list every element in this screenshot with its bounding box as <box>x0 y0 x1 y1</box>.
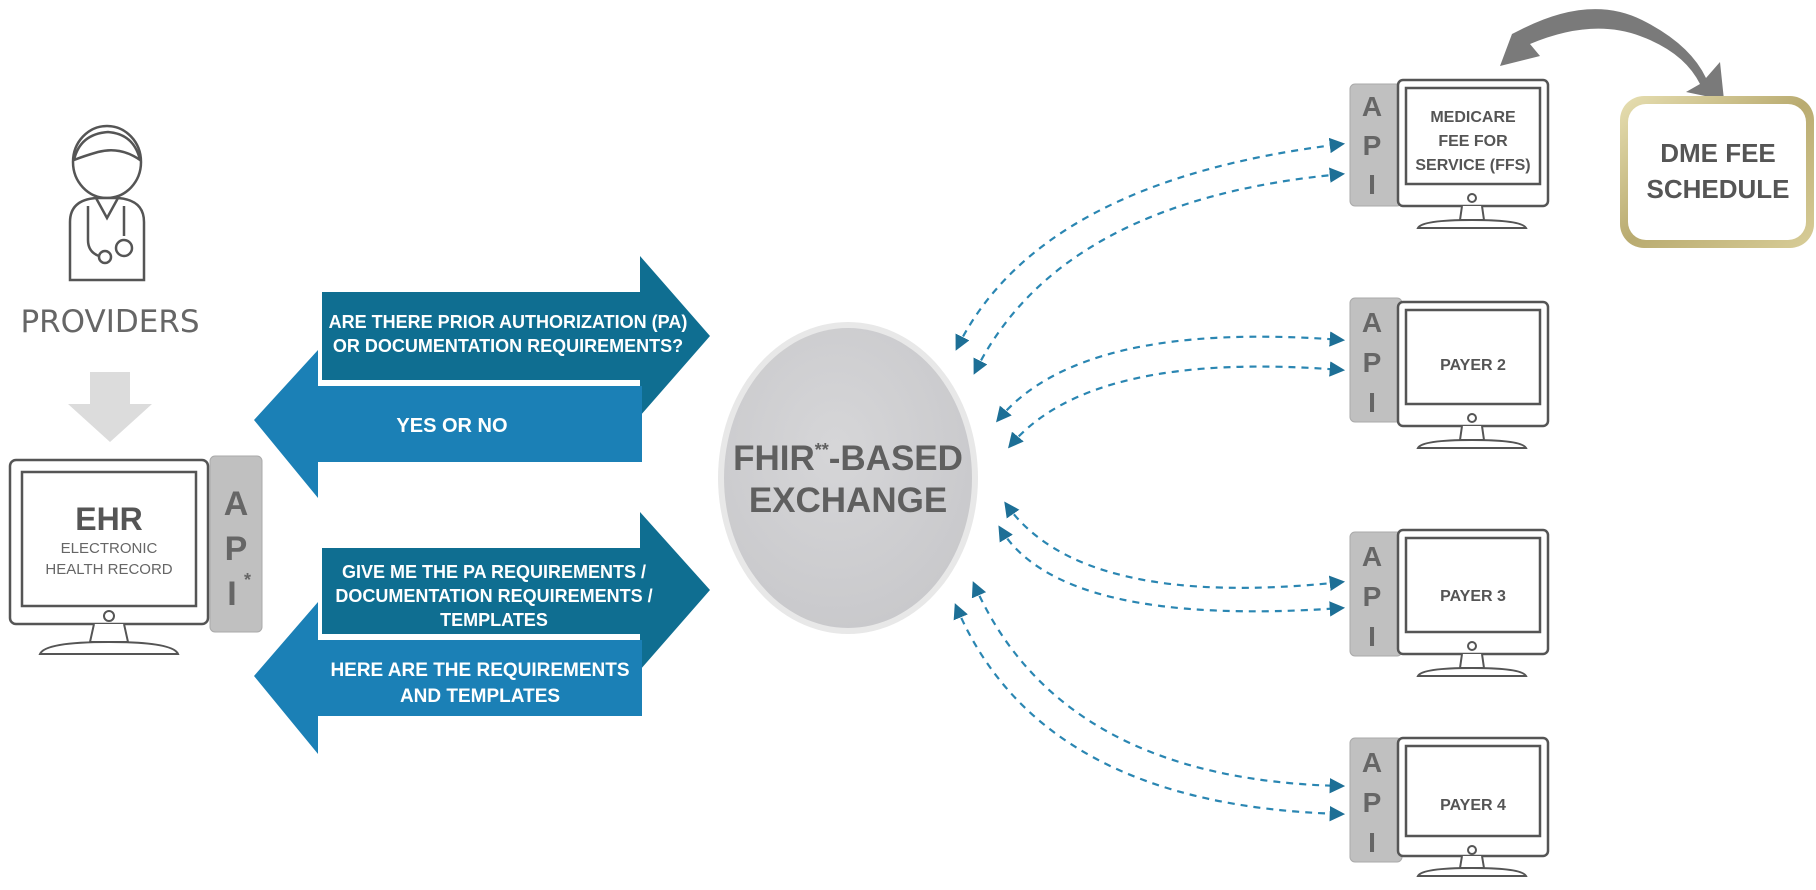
arrow-request-requirements <box>322 512 710 670</box>
arrow-response-line2: AND TEMPLATES <box>400 686 560 707</box>
ehr-subtitle-line1: ELECTRONIC <box>61 540 158 557</box>
exchange-circle <box>724 328 972 628</box>
connector-medicare-1 <box>955 137 1346 351</box>
payer2-api-i: I <box>1368 387 1376 418</box>
providers-label: PROVIDERS <box>20 304 199 340</box>
payer1-api-a: A <box>1362 91 1382 122</box>
payer3-label: PAYER 3 <box>1440 588 1506 605</box>
connector-payer4-2 <box>953 603 1346 822</box>
exchange-line2: EXCHANGE <box>749 481 947 520</box>
ehr-monitor <box>8 458 210 655</box>
connector-payer3-1 <box>1004 501 1346 591</box>
arrow-yes-no <box>254 350 642 498</box>
payer-monitor-medicare <box>1349 78 1550 229</box>
ehr-title: EHR <box>75 501 143 537</box>
payer2-label: PAYER 2 <box>1440 357 1506 374</box>
arrow-request-line2: DOCUMENTATION REQUIREMENTS / <box>335 586 652 606</box>
ehr-subtitle-line2: HEALTH RECORD <box>45 561 172 578</box>
connector-payer2-1 <box>996 331 1346 423</box>
connector-medicare-2 <box>973 167 1346 375</box>
arrow-question-line2: OR DOCUMENTATION REQUIREMENTS? <box>333 336 683 356</box>
payer3-api-a: A <box>1362 541 1382 572</box>
payer3-api-i: I <box>1368 621 1376 652</box>
ehr-api-box <box>209 455 263 633</box>
ehr-api-footnote: * <box>244 570 251 590</box>
provider-doctor-icon <box>68 124 146 282</box>
arrow-here-are-requirements <box>254 602 642 754</box>
connector-payer2-2 <box>1008 361 1346 449</box>
down-arrow-icon <box>68 372 152 442</box>
dme-label-line1: DME FEE <box>1660 138 1776 168</box>
arrow-response-line1: HERE ARE THE REQUIREMENTS <box>330 660 629 681</box>
curved-double-arrow-icon <box>1500 9 1724 101</box>
payer-monitor-payer2 <box>1349 297 1550 449</box>
ehr-api-letter-a: A <box>224 485 249 523</box>
connector-payer4-1 <box>971 581 1346 794</box>
exchange-line1: FHIR**-BASED <box>733 439 963 478</box>
payer4-label: PAYER 4 <box>1440 797 1506 814</box>
payer2-api-p: P <box>1363 347 1382 378</box>
arrow-pa-question <box>322 256 710 416</box>
payer2-api-a: A <box>1362 307 1382 338</box>
dme-box <box>1628 104 1806 240</box>
payer4-api-p: P <box>1363 787 1382 818</box>
payer1-label-line2: FEE FOR <box>1438 133 1508 150</box>
payer3-api-p: P <box>1363 581 1382 612</box>
payer1-api-p: P <box>1363 130 1382 161</box>
payer1-api-i: I <box>1368 169 1376 200</box>
payer4-api-a: A <box>1362 747 1382 778</box>
payer4-api-i: I <box>1368 827 1376 858</box>
payer-monitor-payer4 <box>1349 736 1550 877</box>
connector-payer3-2 <box>998 525 1346 617</box>
ehr-api-letter-p: P <box>225 530 248 568</box>
arrow-answer-label: YES OR NO <box>396 415 507 437</box>
payer1-label-line1: MEDICARE <box>1430 109 1516 126</box>
dme-label-line2: SCHEDULE <box>1646 174 1789 204</box>
dashed-connectors <box>953 137 1346 822</box>
arrow-question-line1: ARE THERE PRIOR AUTHORIZATION (PA) <box>329 312 688 332</box>
arrow-request-line3: TEMPLATES <box>440 610 548 630</box>
payer1-label-line3: SERVICE (FFS) <box>1415 157 1530 174</box>
payer-monitor-payer3 <box>1349 528 1550 677</box>
arrow-request-line1: GIVE ME THE PA REQUIREMENTS / <box>342 562 646 582</box>
ehr-api-letter-i: I <box>227 575 236 613</box>
